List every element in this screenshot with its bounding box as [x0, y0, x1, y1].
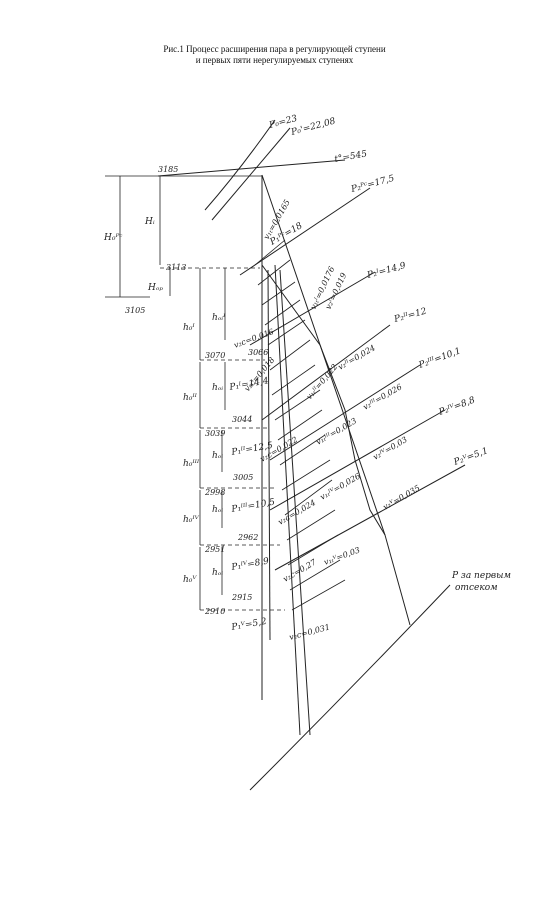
- label-v2-II: v₂ᴵᴵ=0,024: [337, 343, 377, 371]
- isobar-p-out: [249, 584, 451, 791]
- label-h0-II: h₀ᴵᴵ: [183, 393, 198, 403]
- caption-line-1: Рис.1 Процесс расширения пара в регулиру…: [163, 44, 386, 54]
- isobar-p0-prime: [211, 127, 291, 221]
- isobar-p0: [204, 119, 276, 211]
- label-p-out-2: отсеком: [455, 583, 498, 593]
- label-2962: 2962: [237, 533, 258, 542]
- label-3185: 3185: [158, 165, 178, 174]
- process-line-3: [279, 269, 311, 736]
- heat-drop-labels: H₀ᴾᶜ Hᵢ Hₒₚ h₀ᴵ hₒᵢᴵ h₀ᴵᴵ hₒᵢ h₀ᴵᴵᴵ hₒᵢ …: [103, 217, 226, 585]
- label-3039: 3039: [205, 429, 225, 438]
- label-2951: 2951: [204, 545, 225, 554]
- expansion-lines: [261, 174, 411, 736]
- label-p1-IV: P₁ᴵⱽ=8,9: [230, 556, 270, 573]
- isobar-p2-rc: [239, 187, 371, 276]
- figure-caption: Рис.1 Процесс расширения пара в регулиру…: [0, 44, 549, 66]
- label-H0-rc: H₀ᴾᶜ: [103, 233, 122, 243]
- label-v1t-IV: v₁ₜᴵⱽ=0,026: [319, 471, 362, 501]
- enthalpy-labels: 3185 3113 3105 3070 3066 3044 3039 3005 …: [125, 165, 268, 616]
- label-3113: 3113: [166, 263, 186, 272]
- label-v2-V: v₂ⱽ=0,035: [382, 483, 422, 511]
- process-line-2: [274, 264, 301, 736]
- label-p2-IV: P₂ᴵⱽ=8,8: [437, 395, 477, 418]
- label-3066: 3066: [248, 348, 268, 357]
- label-hoi-I: hₒᵢᴵ: [212, 313, 226, 323]
- label-2910: 2910: [204, 607, 225, 616]
- isobar-p2-V: [274, 464, 466, 571]
- label-H-op: Hₒₚ: [147, 283, 163, 293]
- label-h0-IV: h₀ᴵⱽ: [183, 515, 200, 525]
- isobar-lines: [157, 119, 466, 791]
- label-p2-V: P₂ⱽ=5,1: [452, 446, 490, 468]
- dimension-lines: [105, 175, 285, 611]
- caption-line-2: и первых пяти нерегулируемых ступенях: [195, 55, 354, 65]
- label-H-oi: Hᵢ: [144, 217, 155, 227]
- isotherm-t0: [157, 159, 346, 177]
- label-3005: 3005: [233, 473, 253, 482]
- label-3070: 3070: [205, 351, 225, 360]
- label-h0-III: h₀ᴵᴵᴵ: [183, 459, 200, 469]
- label-p2-I: P₂ᴵ=14,9: [365, 261, 407, 281]
- label-2915: 2915: [231, 593, 252, 602]
- label-t0: t°=545: [334, 149, 368, 165]
- label-hoi-II: hₒᵢ: [212, 383, 223, 393]
- label-p2-II: P₂ᴵᴵ=12: [392, 307, 428, 326]
- label-h0-V: h₀ⱽ: [183, 575, 197, 585]
- label-v1t-V: v₁ₜⱽ=0,03: [323, 545, 362, 566]
- label-p2-rc: P₂ᴾᶜ=17,5: [349, 174, 396, 195]
- isobar-p2-I: [249, 271, 376, 346]
- isobar-p2-II: [261, 324, 391, 421]
- label-3105: 3105: [125, 306, 145, 315]
- label-hoi-V: hₒᵢ: [212, 568, 223, 578]
- label-h0-I: h₀ᴵ: [183, 323, 195, 333]
- label-hoi-IV: hₒᵢ: [212, 505, 223, 515]
- label-p-out: P за первым: [451, 571, 511, 581]
- label-hoi-III: hₒᵢ: [212, 451, 223, 461]
- label-p2-III: P₂ᴵᴵᴵ=10,1: [417, 346, 463, 371]
- label-2998: 2998: [204, 488, 225, 497]
- stage-hatches: [254, 239, 346, 611]
- label-3044: 3044: [232, 415, 252, 424]
- process-link-stages: [261, 264, 386, 536]
- isentrope-second: [267, 269, 271, 641]
- isobar-p2-IV: [269, 409, 446, 511]
- label-v2-III: v₂ᴵᴵᴵ=0,026: [362, 382, 404, 411]
- isobar-labels: P₀=23 P₀'=22,08 t°=545 P₂ᴾᶜ=17,5 P₂ᴵ=14,…: [267, 114, 511, 593]
